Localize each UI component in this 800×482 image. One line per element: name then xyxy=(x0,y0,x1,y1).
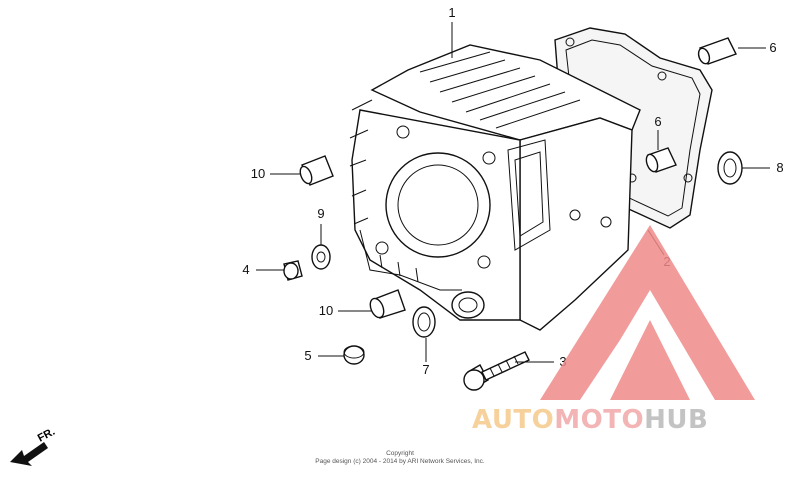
watermark-auto: AUTO xyxy=(472,405,554,435)
callout-1: 1 xyxy=(448,5,455,20)
front-direction-indicator: FR. xyxy=(10,426,57,466)
callout-8: 8 xyxy=(776,160,783,175)
callout-10-lower: 10 xyxy=(319,303,333,318)
svg-text:AUTOMOTOHUB: AUTOMOTOHUB xyxy=(472,405,708,435)
watermark: AUTOMOTOHUB xyxy=(472,225,755,435)
dowel-pin-6-middle[interactable] xyxy=(644,147,677,173)
watermark-triangle-icon xyxy=(540,225,755,400)
callout-5: 5 xyxy=(304,348,311,363)
dowel-pin-upper[interactable] xyxy=(298,155,334,186)
callout-9: 9 xyxy=(317,206,324,221)
copyright-line-1: Copyright xyxy=(386,450,414,457)
callout-4: 4 xyxy=(242,262,249,277)
callout-3: 3 xyxy=(559,354,566,369)
callout-7: 7 xyxy=(422,362,429,377)
watermark-moto: MOTO xyxy=(554,405,644,435)
bolt-4[interactable] xyxy=(283,260,303,281)
washer-8[interactable] xyxy=(717,151,743,185)
direction-label: FR. xyxy=(36,426,57,445)
seal-7[interactable] xyxy=(412,306,436,338)
dowel-pin-6-upper[interactable] xyxy=(697,37,737,65)
copyright-notice: Copyright Page design (c) 2004 - 2014 by… xyxy=(315,450,485,465)
callout-10-upper: 10 xyxy=(251,166,265,181)
copyright-line-2: Page design (c) 2004 - 2014 by ARI Netwo… xyxy=(315,458,485,465)
long-bolt-3[interactable] xyxy=(463,351,530,391)
callout-6-middle: 6 xyxy=(654,114,661,129)
dowel-pin-lower[interactable] xyxy=(368,289,406,320)
nut-5[interactable] xyxy=(343,345,365,365)
watermark-hub: HUB xyxy=(644,405,708,435)
washer-9[interactable] xyxy=(311,244,331,270)
callout-6-upper: 6 xyxy=(769,40,776,55)
cylinder-body[interactable] xyxy=(349,44,641,331)
arrow-icon xyxy=(10,442,48,466)
